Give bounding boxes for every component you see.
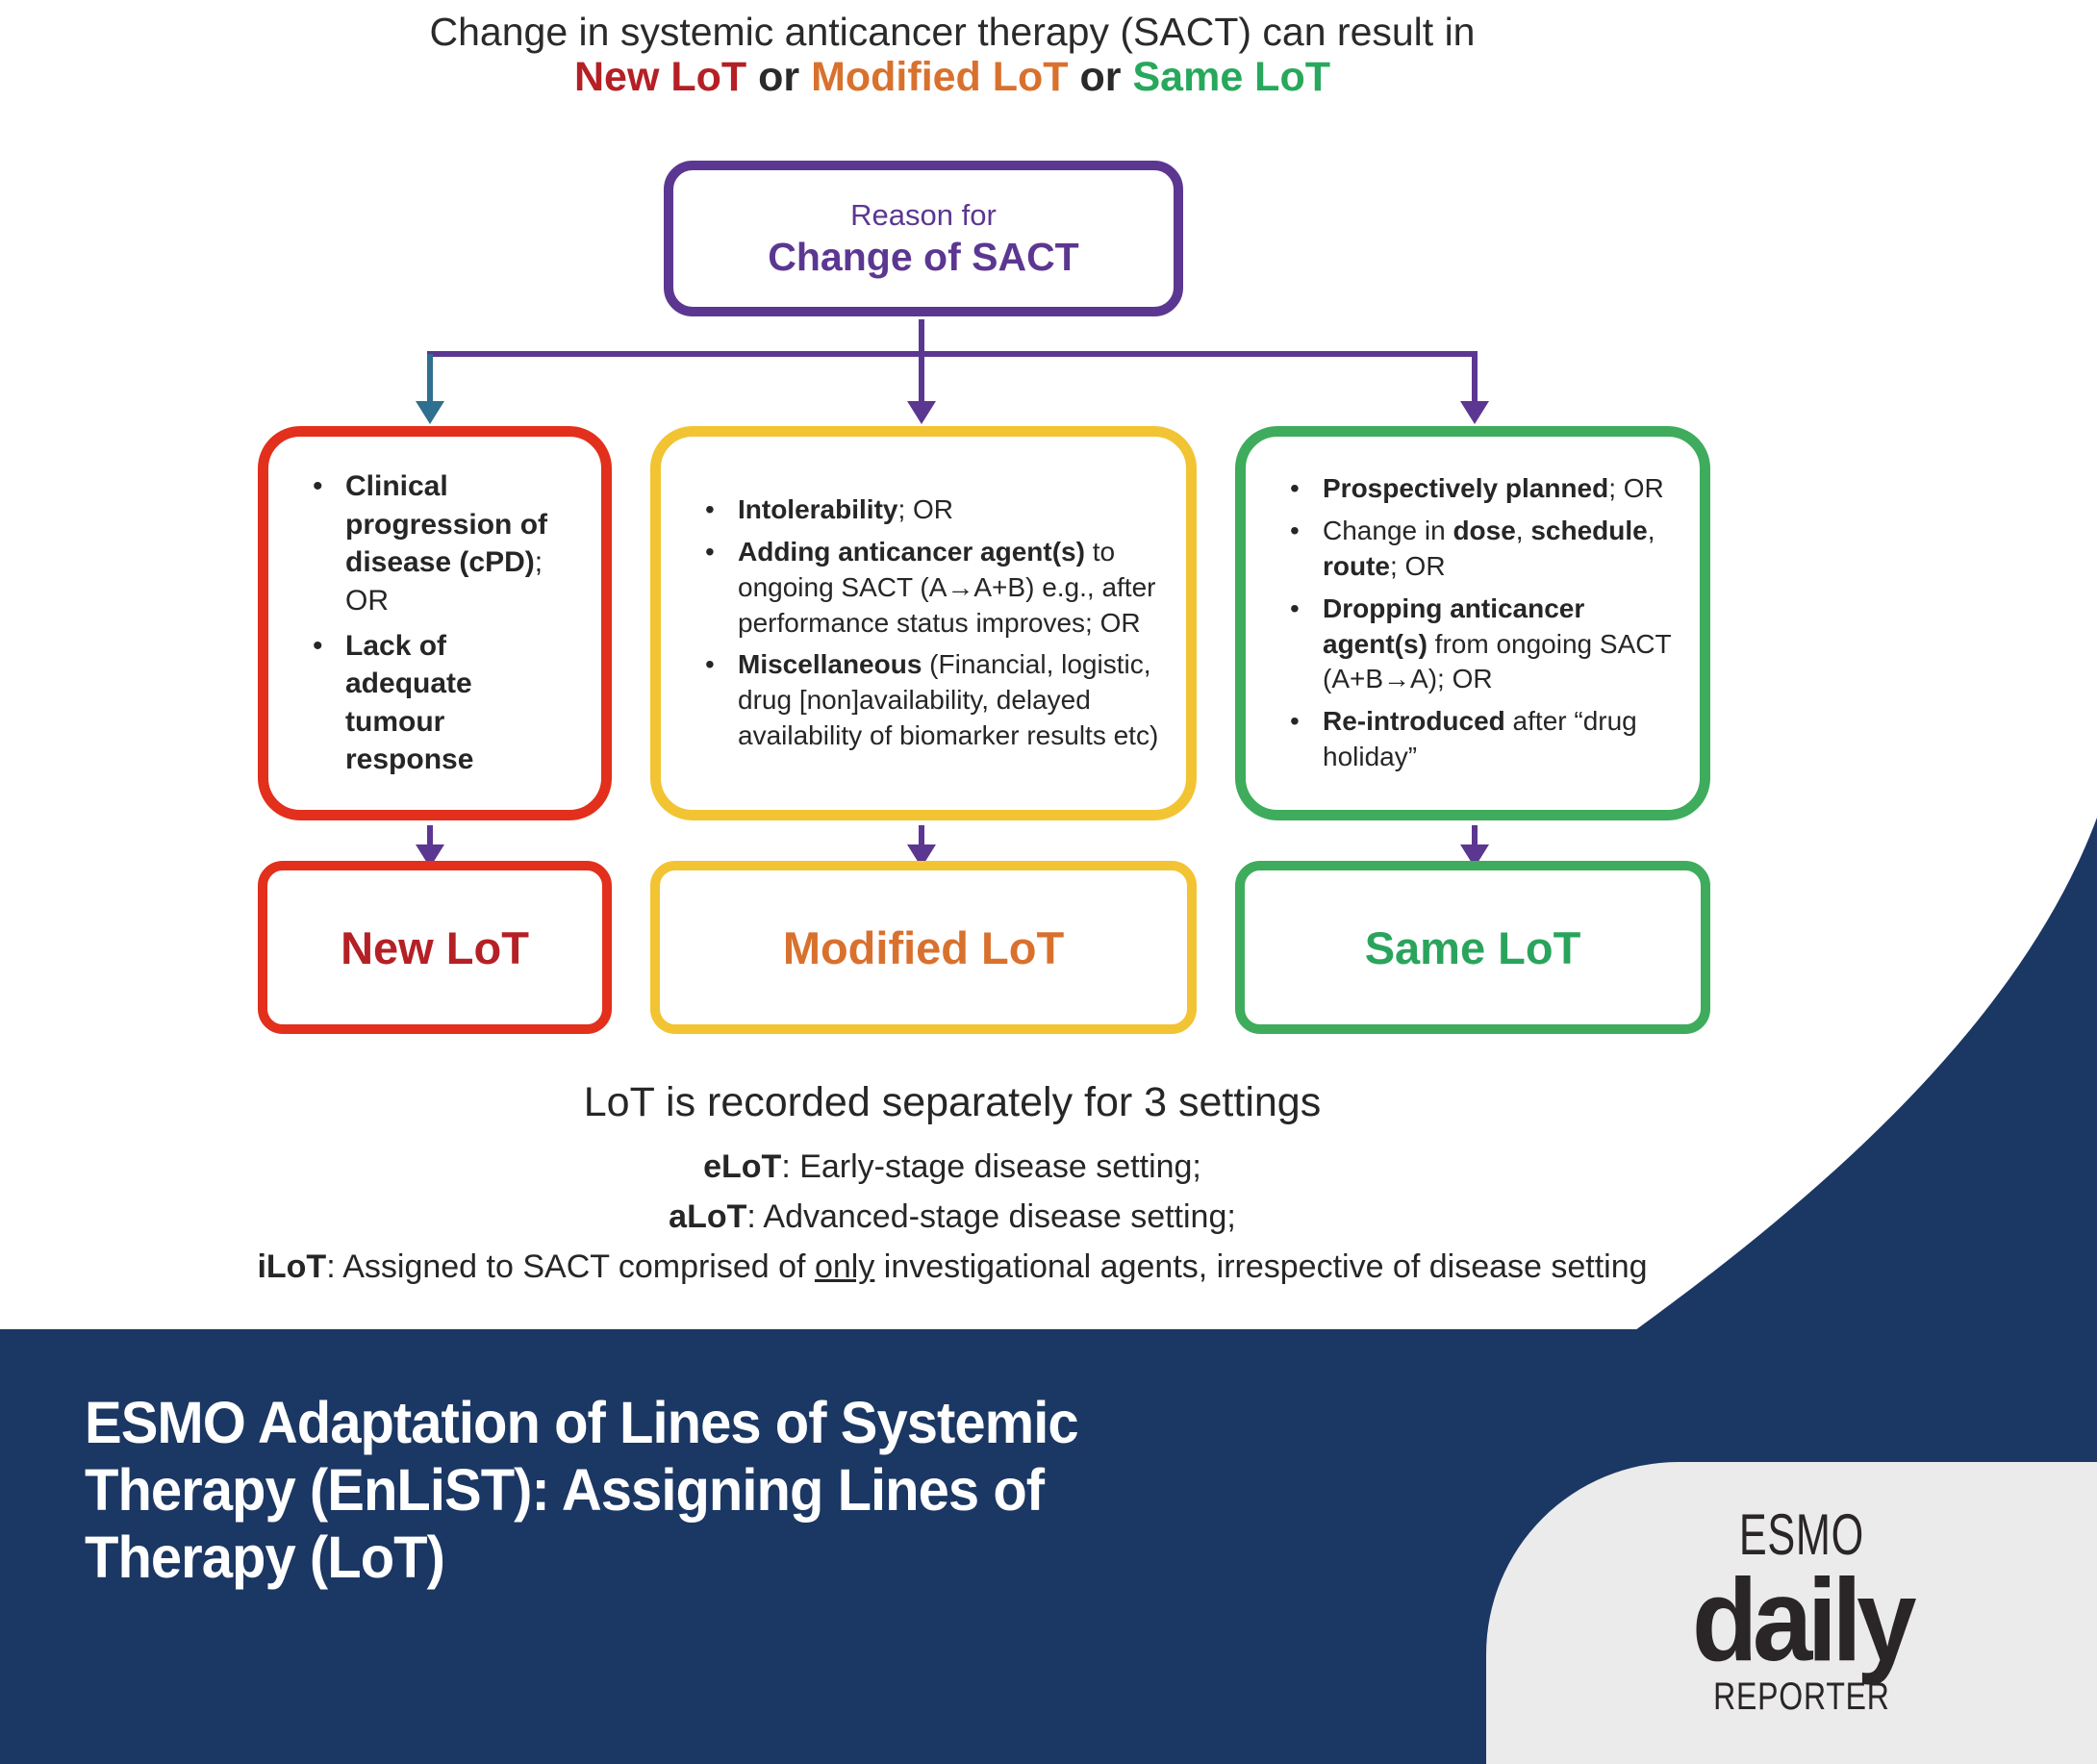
connector-result-middle bbox=[919, 825, 924, 848]
bullet-item: Re-introduced after “drug holiday” bbox=[1284, 704, 1675, 775]
bullet-item: Change in dose, schedule, route; OR bbox=[1284, 514, 1675, 585]
esmo-daily-reporter-logo: ESMO daily REPORTER bbox=[1681, 1502, 1920, 1719]
result-box-same-lot: Same LoT bbox=[1235, 861, 1710, 1034]
result-box-new-lot: New LoT bbox=[258, 861, 612, 1034]
bullet-item: Dropping anticancer agent(s) from ongoin… bbox=[1284, 592, 1675, 698]
banner-title: ESMO Adaptation of Lines of Systemic The… bbox=[85, 1389, 1382, 1591]
reason-box-new-lot: Clinical progression of disease (cPD); O… bbox=[258, 426, 612, 820]
connector-drop-middle bbox=[919, 354, 924, 402]
banner-curve-shape bbox=[1635, 818, 2097, 1330]
bullet-item: Lack of adequate tumour response bbox=[307, 627, 576, 779]
reason-for-label: Reason for bbox=[850, 197, 997, 232]
header-line2: New LoT or Modified LoT or Same LoT bbox=[574, 54, 1330, 100]
arrow-down-middle-icon bbox=[907, 401, 936, 424]
reason-for-change-box: Reason for Change of SACT bbox=[664, 161, 1183, 316]
settings-alot: aLoT: Advanced-stage disease setting; bbox=[669, 1198, 1236, 1235]
logo-panel: ESMO daily REPORTER bbox=[1486, 1462, 2097, 1764]
banner-title-line: Therapy (LoT) bbox=[85, 1525, 445, 1590]
bullet-item: Prospectively planned; OR bbox=[1284, 471, 1675, 507]
connector-result-left bbox=[427, 825, 433, 848]
header-line1: Change in systemic anticancer therapy (S… bbox=[429, 10, 1476, 54]
result-box-modified-lot: Modified LoT bbox=[650, 861, 1197, 1034]
connector-root-stem bbox=[919, 319, 924, 356]
connector-horizontal bbox=[427, 351, 1478, 357]
connector-result-right bbox=[1472, 825, 1478, 848]
bullet-item: Miscellaneous (Financial, logistic, drug… bbox=[699, 647, 1161, 754]
banner-title-line: ESMO Adaptation of Lines of Systemic bbox=[85, 1390, 1079, 1455]
change-of-sact-label: Change of SACT bbox=[768, 234, 1079, 279]
bullet-item: Intolerability; OR bbox=[699, 492, 1161, 528]
bullet-item: Adding anticancer agent(s) to ongoing SA… bbox=[699, 535, 1161, 642]
reason-box-same-lot: Prospectively planned; OR Change in dose… bbox=[1235, 426, 1710, 820]
logo-reporter-text: REPORTER bbox=[1712, 1676, 1890, 1719]
reason-box-modified-lot: Intolerability; OR Adding anticancer age… bbox=[650, 426, 1197, 820]
arrow-down-right-icon bbox=[1460, 401, 1489, 424]
connector-drop-right bbox=[1472, 354, 1478, 402]
settings-elot: eLoT: Early-stage disease setting; bbox=[703, 1148, 1201, 1185]
logo-daily-text: daily bbox=[1691, 1554, 1916, 1685]
bullet-item: Clinical progression of disease (cPD); O… bbox=[307, 467, 576, 619]
banner-title-line: Therapy (EnLiST): Assigning Lines of bbox=[85, 1457, 1045, 1523]
arrow-down-left-icon bbox=[416, 401, 444, 424]
settings-title: LoT is recorded separately for 3 setting… bbox=[583, 1079, 1322, 1125]
settings-ilot: iLoT: Assigned to SACT comprised of only… bbox=[257, 1248, 1648, 1285]
connector-drop-left bbox=[427, 354, 433, 402]
logo-esmo-text: ESMO bbox=[1738, 1502, 1864, 1567]
